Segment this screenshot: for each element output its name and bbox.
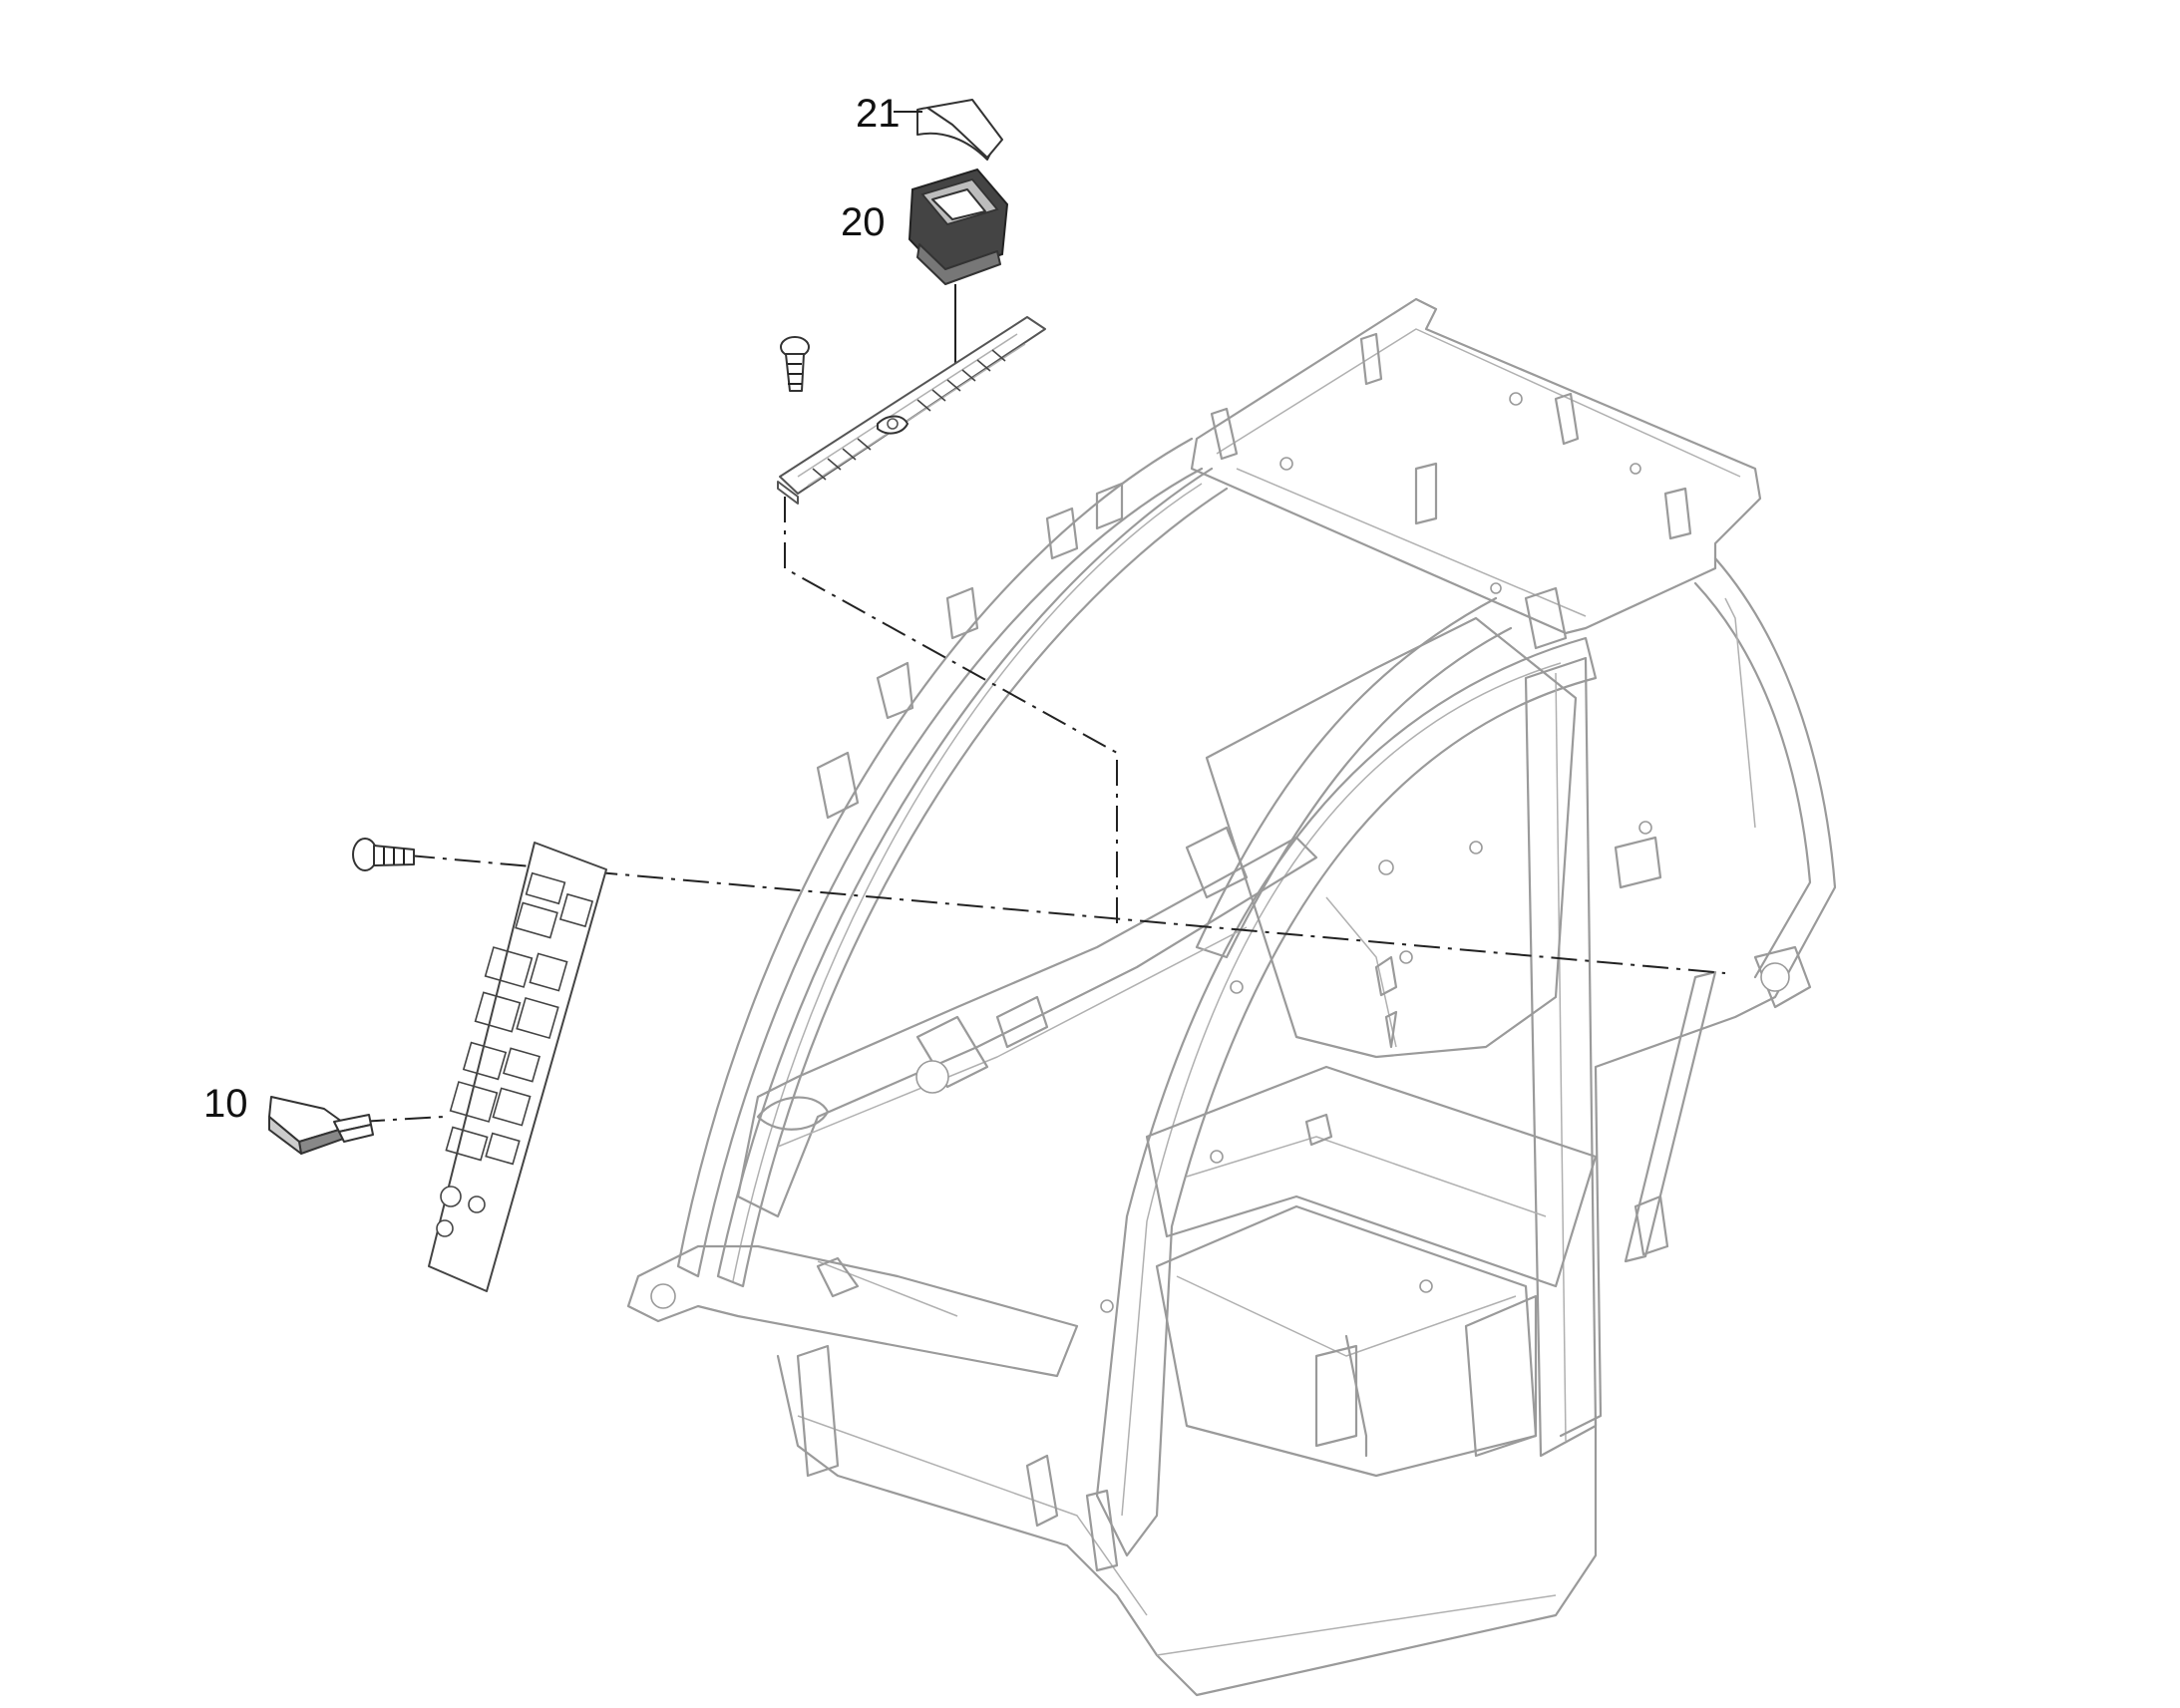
lower-screw [352,838,415,871]
lower-front-panel [626,1244,1079,1378]
roof-panel [1190,297,1762,635]
relay-board [428,842,607,1292]
rear-wall [1205,616,1578,1059]
rear-right-frame [1559,556,1837,1438]
centerline-fuse [358,1116,445,1123]
assembly-centerlines [358,497,1726,1123]
part-20-rocker-switch [908,168,1009,369]
cab-frame [626,297,1837,1697]
callout-20: 20 [841,200,886,244]
front-arch-inner [716,467,1229,1288]
part-10-fuse [268,1096,374,1155]
front-arch-outer [676,437,1204,1278]
base-frame [776,1354,1598,1697]
callout-10: 10 [203,1082,248,1126]
dashboard [736,836,1318,1218]
switch-panel [777,316,1046,505]
callout-21: 21 [856,92,901,136]
centerline-upper [784,497,1118,927]
part-21-label-strip [894,99,1003,161]
centerline-lower [408,854,1726,974]
middle-arch [1095,636,1598,1557]
upper-screw [780,336,810,392]
